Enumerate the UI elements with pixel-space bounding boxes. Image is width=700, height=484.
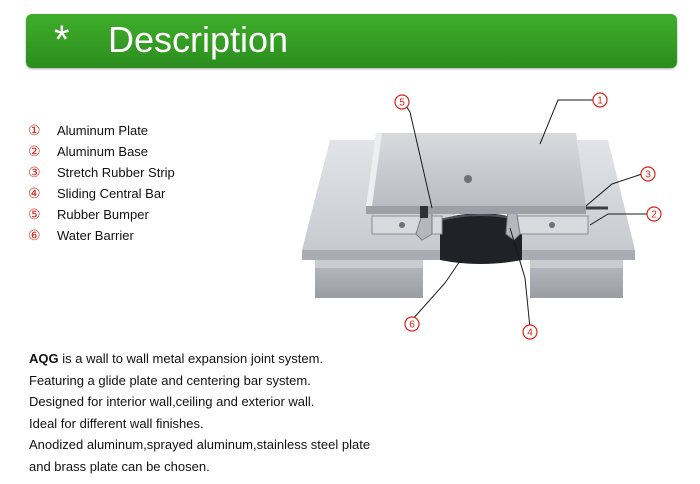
legend-item: ① Aluminum Plate: [28, 120, 175, 141]
description-line: Anodized aluminum,sprayed aluminum,stain…: [29, 437, 371, 452]
expansion-joint-diagram: 1 2 3 4 5 6: [302, 92, 662, 340]
product-description: AQG is a wall to wall metal expansion jo…: [29, 348, 370, 477]
screw-icon: [549, 222, 555, 228]
description-line: Featuring a glide plate and centering ba…: [29, 372, 311, 388]
callout-6: 6: [409, 320, 415, 331]
legend-label: Water Barrier: [57, 228, 134, 243]
brand-name: AQG: [29, 351, 59, 366]
legend-number: ⑤: [28, 206, 41, 222]
legend-label: Stretch Rubber Strip: [57, 165, 175, 180]
callout-3: 3: [645, 170, 651, 181]
screw-icon: [464, 175, 472, 183]
callout-5: 5: [399, 98, 405, 109]
asterisk-icon: *: [54, 18, 70, 62]
legend-label: Sliding Central Bar: [57, 186, 166, 201]
callout-1: 1: [597, 96, 603, 107]
legend-item: ④ Sliding Central Bar: [28, 183, 175, 204]
description-line: Ideal for different wall finishes.: [29, 415, 204, 431]
legend-number: ④: [28, 185, 41, 201]
section-header: * Description: [26, 14, 677, 68]
section-title: Description: [108, 19, 289, 60]
legend-number: ③: [28, 164, 41, 180]
legend-item: ⑥ Water Barrier: [28, 225, 175, 246]
parts-legend: ① Aluminum Plate ② Aluminum Base ③ Stretch …: [28, 120, 175, 246]
legend-item: ② Aluminum Base: [28, 141, 175, 162]
legend-number: ①: [28, 122, 41, 138]
description-text: is a wall to wall metal expansion joint …: [58, 351, 324, 366]
screw-icon: [399, 222, 405, 228]
legend-item: ③ Stretch Rubber Strip: [28, 162, 175, 183]
description-line: Designed for interior wall,ceiling and e…: [29, 394, 315, 409]
rubber-bumper: [420, 206, 428, 218]
legend-label: Aluminum Base: [57, 144, 149, 159]
callout-2: 2: [651, 210, 657, 221]
legend-number: ⑥: [28, 227, 41, 243]
description-line: and brass plate can be chosen.: [29, 458, 210, 474]
legend-label: Aluminum Plate: [57, 123, 149, 138]
callout-4: 4: [527, 328, 533, 339]
legend-item: ⑤ Rubber Bumper: [28, 204, 175, 225]
legend-number: ②: [28, 143, 41, 159]
description-line: AQG is a wall to wall metal expansion jo…: [29, 348, 370, 370]
aluminum-plate: [366, 133, 586, 214]
legend-label: Rubber Bumper: [57, 207, 149, 222]
